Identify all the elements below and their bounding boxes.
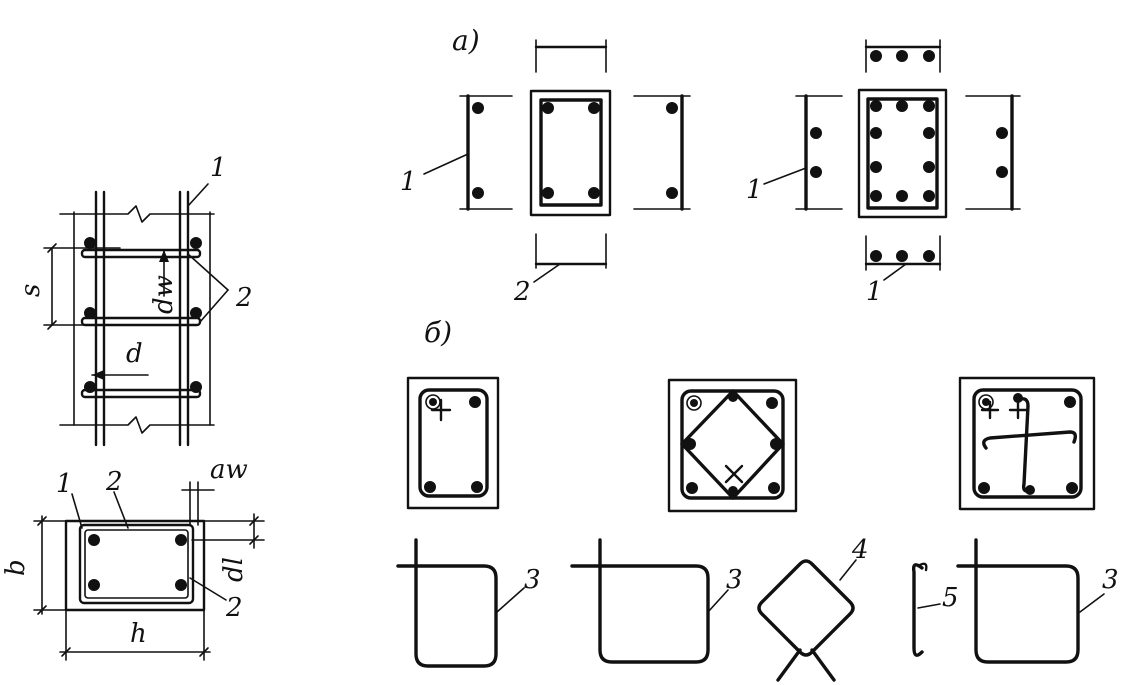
label-dw: dw: [149, 275, 179, 314]
section-b-type-3: 3 5: [911, 376, 1119, 664]
section-b-type-1: 3: [396, 376, 541, 668]
label-3-b-2: 3: [726, 565, 743, 595]
label-1-a-right: 1: [746, 175, 763, 205]
label-2-section-top: 2: [105, 467, 123, 497]
label-s: s: [16, 284, 46, 297]
cage-cross-section: b h aw dl 1 2 2: [1, 455, 265, 661]
label-dl: dl: [219, 557, 249, 582]
label-1-section: 1: [56, 469, 73, 499]
label-3-b-3: 3: [1102, 565, 1119, 595]
label-2-a: 2: [513, 277, 531, 307]
label-h: h: [130, 619, 147, 649]
label-1-elevation: 1: [210, 153, 227, 183]
label-b: b: [1, 559, 31, 576]
cage-elevation: s dw 2 1 d: [16, 153, 253, 447]
label-4-b: 4: [851, 535, 869, 565]
label-1-a-left: 1: [400, 167, 417, 197]
section-a-variant-10-bars: 1 1: [746, 39, 1021, 307]
label-d: d: [126, 339, 143, 369]
section-b-type-2: 3 4: [570, 378, 869, 682]
label-2-elevation: 2: [235, 283, 253, 313]
section-b-label: б): [424, 316, 452, 349]
label-1-a-bottom: 1: [866, 277, 883, 307]
label-aw: aw: [210, 455, 248, 485]
label-2-section-right: 2: [225, 593, 243, 623]
label-5-b: 5: [942, 583, 959, 613]
section-a-variant-4-bars: 1 2: [400, 39, 691, 307]
label-3-b-1: 3: [524, 565, 541, 595]
section-a-label: а): [452, 24, 480, 57]
